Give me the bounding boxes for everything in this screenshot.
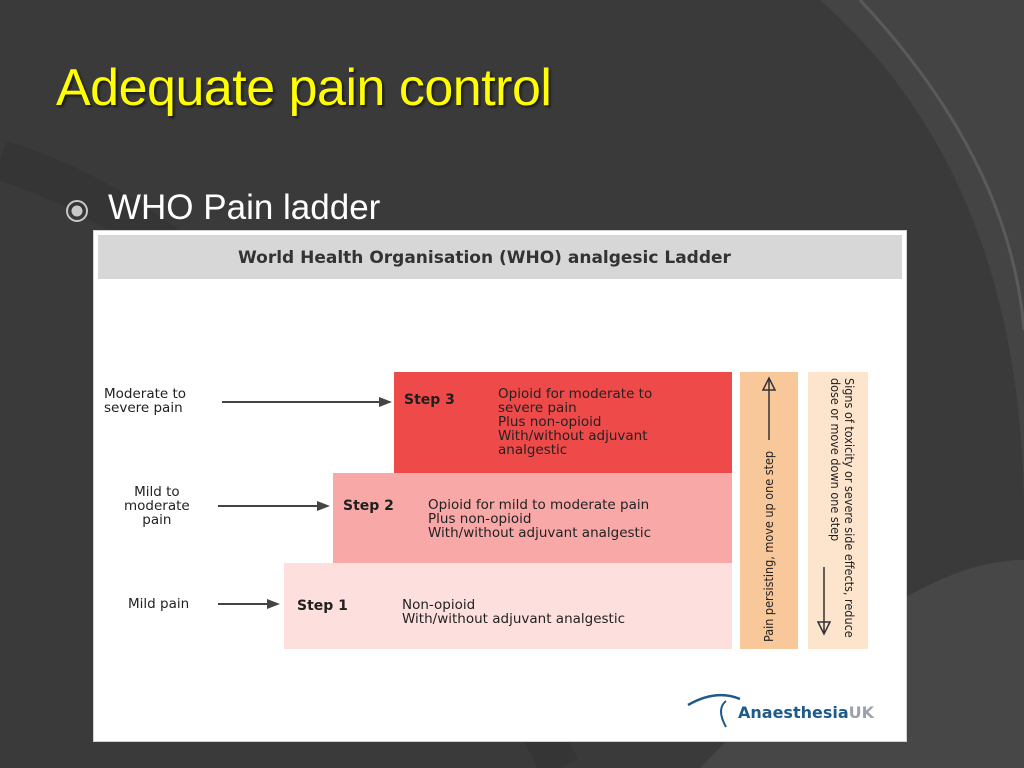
step-2-description: Opioid for mild to moderate pain Plus no…	[428, 498, 651, 540]
step-3-line: Opioid for moderate to	[498, 386, 653, 402]
circle-bullet-icon	[66, 200, 88, 222]
brand-name: AnaesthesiaUK	[738, 703, 874, 722]
step-2-line: With/without adjuvant analgestic	[428, 525, 652, 541]
step-1-line: Non-opioid	[402, 597, 476, 613]
step-1-label: Step 1	[297, 598, 348, 614]
step-1-line: With/without adjuvant analgestic	[402, 611, 626, 627]
arrow-right-icon	[218, 599, 280, 609]
move-up-text: Pain persisting, move up one step	[761, 450, 776, 642]
move-down-bar: Signs of toxicity or severe side effects…	[808, 372, 868, 649]
step-3-label: Step 3	[404, 392, 455, 408]
step-2-line: Plus non-opioid	[428, 511, 532, 527]
step-1-block: Step 1 Non-opioid With/without adjuvant …	[284, 563, 732, 649]
bullet-text: WHO Pain ladder	[108, 188, 381, 227]
swoosh-logo-icon	[687, 693, 741, 728]
move-down-line: dose or move down one step	[828, 378, 843, 542]
move-down-line: Signs of toxicity or severe side effects…	[842, 378, 857, 638]
figure-title: World Health Organisation (WHO) analgesi…	[238, 248, 731, 268]
anaesthesia-uk-logo: AnaesthesiaUK	[686, 687, 896, 731]
move-up-bar: Pain persisting, move up one step	[740, 372, 798, 649]
step-2-block: Step 2 Opioid for mild to moderate pain …	[333, 473, 732, 563]
move-down-text: Signs of toxicity or severe side effects…	[828, 378, 857, 638]
step-3-line: severe pain	[498, 400, 577, 416]
brand-name-main: Anaesthesia	[738, 703, 849, 722]
pain-label-line: Mild pain	[128, 596, 190, 612]
brand-name-suffix: UK	[848, 703, 875, 722]
pain-label-line: Moderate to	[104, 386, 187, 402]
slide-title: Adequate pain control	[56, 59, 552, 117]
pain-label-line: moderate	[124, 498, 190, 514]
arrow-right-icon	[218, 501, 330, 511]
pain-label-line: Mild to	[134, 484, 180, 500]
arrow-right-icon	[222, 397, 392, 407]
step-2-label: Step 2	[343, 498, 394, 514]
step-3-line: Plus non-opioid	[498, 414, 602, 430]
pain-label-moderate-severe: Moderate to severe pain	[104, 387, 186, 415]
arrow-up-icon	[761, 376, 777, 440]
pain-label-line: pain	[142, 512, 172, 528]
who-ladder-figure: World Health Organisation (WHO) analgesi…	[94, 231, 906, 741]
pain-label-mild: Mild pain	[128, 597, 189, 611]
pain-label-mild-moderate: Mild to moderate pain	[124, 485, 190, 527]
step-3-description: Opioid for moderate to severe pain Plus …	[498, 387, 652, 457]
step-2-line: Opioid for mild to moderate pain	[428, 497, 650, 513]
step-3-line: analgestic	[498, 442, 568, 458]
arrow-down-icon	[816, 567, 832, 636]
step-1-description: Non-opioid With/without adjuvant analges…	[402, 598, 625, 626]
step-3-block: Step 3 Opioid for moderate to severe pai…	[394, 372, 732, 473]
step-3-line: With/without adjuvant	[498, 428, 648, 444]
pain-label-line: severe pain	[104, 400, 183, 416]
figure-header: World Health Organisation (WHO) analgesi…	[98, 235, 902, 279]
